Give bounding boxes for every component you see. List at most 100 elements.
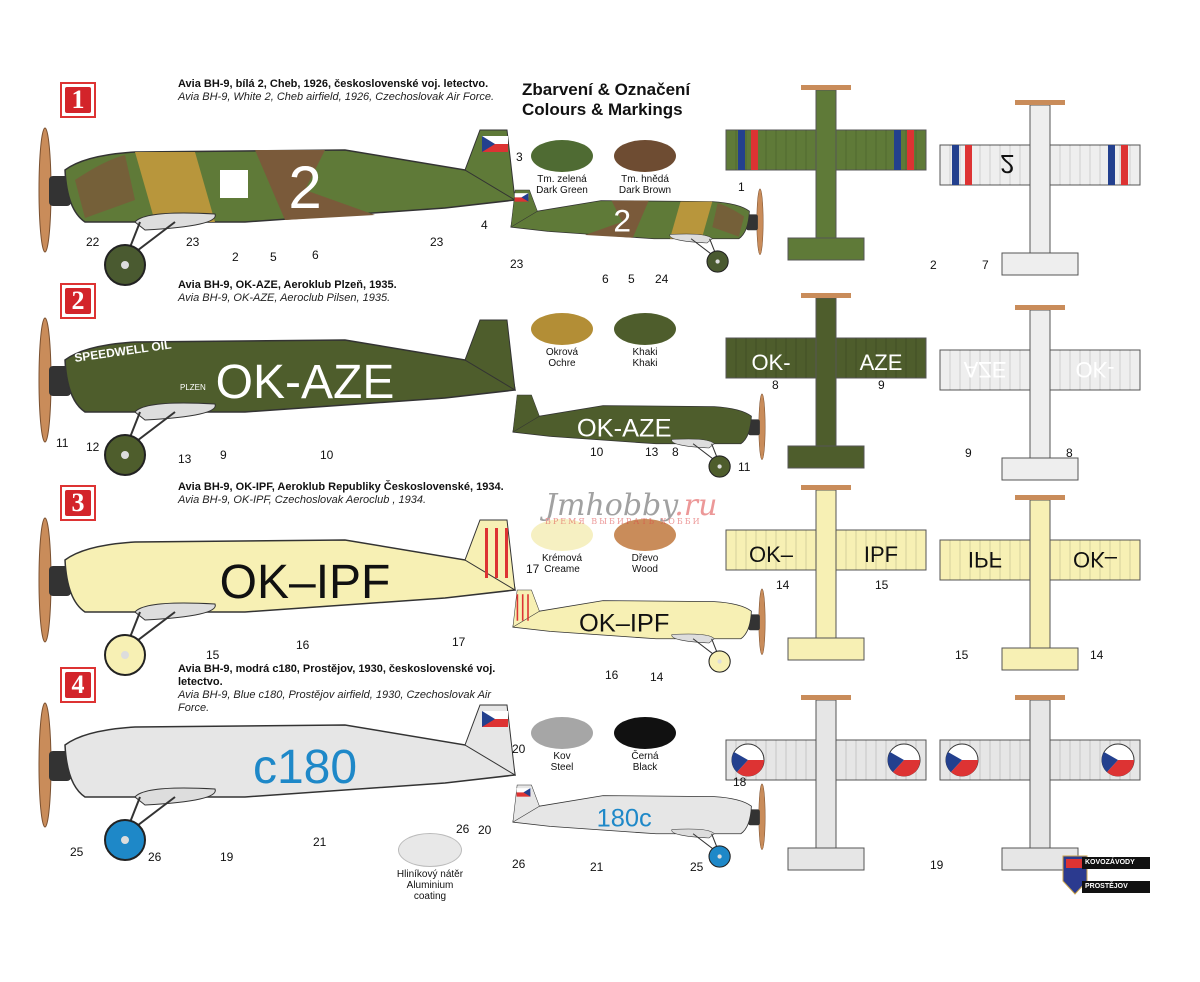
callout-number: 26 bbox=[512, 857, 526, 871]
wing-marking: OK– bbox=[749, 542, 794, 567]
swatch-label-en: Black bbox=[632, 762, 658, 773]
color-swatch: Černá Black bbox=[605, 717, 685, 773]
aircraft-marking: OK–IPF bbox=[579, 609, 669, 637]
title-english: Colours & Markings bbox=[522, 100, 683, 119]
scheme-caption: Avia BH-9, modrá c180, Prostějov, 1930, … bbox=[178, 663, 513, 715]
wing-marking: AZE bbox=[860, 350, 903, 375]
callout-number: 7 bbox=[982, 258, 989, 272]
aircraft-marking: c180 bbox=[253, 741, 357, 794]
swatch-ellipse bbox=[531, 519, 593, 551]
swatch-label-cz: Černá bbox=[631, 751, 659, 762]
callout-number: 23 bbox=[186, 235, 200, 249]
swatch-label-en: Khaki bbox=[632, 358, 658, 369]
color-swatch: Tm. zelená Dark Green bbox=[522, 140, 602, 196]
callout-number: 23 bbox=[430, 235, 444, 249]
scheme-number-badge: 4 bbox=[60, 667, 96, 703]
section-title: Zbarvení & Označení Colours & Markings bbox=[522, 80, 690, 120]
callout-number: 20 bbox=[512, 742, 526, 756]
color-swatch: Kov Steel bbox=[522, 717, 602, 773]
callout-number: 25 bbox=[70, 845, 84, 859]
callout-number: 17 bbox=[526, 562, 540, 576]
wing-marking: OK- bbox=[751, 350, 790, 375]
color-swatch: Hliníkový nátěr Aluminium coating bbox=[390, 833, 470, 902]
callout-number: 5 bbox=[628, 272, 635, 286]
caption-english: Avia BH-9, White 2, Cheb airfield, 1926,… bbox=[178, 91, 495, 103]
callout-number: 26 bbox=[456, 822, 470, 836]
callout-number: 18 bbox=[733, 775, 747, 789]
callout-number: 12 bbox=[86, 440, 100, 454]
swatch-label-cz: Kov bbox=[553, 751, 571, 762]
swatch-ellipse bbox=[398, 833, 462, 867]
swatch-ellipse bbox=[531, 717, 593, 749]
manufacturer-logo: KOVOZÁVODY PROSTĚJOV bbox=[1062, 855, 1150, 895]
callout-number: 26 bbox=[148, 850, 162, 864]
swatch-label-en: Steel bbox=[550, 762, 574, 773]
top-view: OK– IPF bbox=[725, 485, 927, 661]
swatch-label-cz: Hliníkový nátěr bbox=[396, 869, 464, 880]
caption-czech: Avia BH-9, modrá c180, Prostějov, 1930, … bbox=[178, 663, 496, 688]
swatch-label-cz: Dřevo bbox=[631, 553, 659, 564]
callout-number: 6 bbox=[312, 248, 319, 262]
callout-number: 4 bbox=[481, 218, 488, 232]
wing-marking: IPF bbox=[864, 542, 898, 567]
swatch-ellipse bbox=[614, 313, 676, 345]
top-view bbox=[725, 695, 927, 871]
wing-marking: OK- bbox=[1075, 357, 1114, 382]
callout-number: 6 bbox=[602, 272, 609, 286]
side-view: OK–IPF bbox=[38, 517, 516, 676]
color-swatch: Dřevo Wood bbox=[605, 519, 685, 575]
swatch-ellipse bbox=[531, 140, 593, 172]
callout-number: 22 bbox=[86, 235, 100, 249]
title-czech: Zbarvení & Označení bbox=[522, 80, 691, 99]
top-view bbox=[725, 85, 927, 261]
caption-czech: Avia BH-9, OK-AZE, Aeroklub Plzeň, 1935. bbox=[178, 279, 397, 291]
aircraft-marking: OK-AZE bbox=[216, 356, 395, 409]
aircraft-marking: 180c bbox=[597, 804, 652, 832]
callout-number: 14 bbox=[1090, 648, 1104, 662]
small-side-view: OK–IPF bbox=[512, 588, 766, 673]
callout-number: 5 bbox=[270, 250, 277, 264]
side-text: PLZEN bbox=[180, 383, 206, 392]
callout-number: 11 bbox=[738, 460, 751, 474]
scheme-caption: Avia BH-9, OK-AZE, Aeroklub Plzeň, 1935.… bbox=[178, 279, 513, 305]
shield-icon bbox=[1062, 855, 1088, 895]
swatch-label-en: Ochre bbox=[548, 358, 576, 369]
swatch-label-en: Dark Green bbox=[536, 185, 588, 196]
callout-number: 10 bbox=[590, 445, 604, 459]
logo-line2: PROSTĚJOV bbox=[1082, 881, 1150, 893]
callout-number: 21 bbox=[590, 860, 604, 874]
scheme-number-badge: 3 bbox=[60, 485, 96, 521]
small-side-view: 180c bbox=[512, 783, 766, 868]
caption-english: Avia BH-9, Blue c180, Prostějov airfield… bbox=[178, 689, 492, 714]
callout-number: 19 bbox=[220, 850, 234, 864]
callout-number: 9 bbox=[878, 378, 885, 392]
bottom-view: 2 bbox=[939, 100, 1141, 276]
color-swatch: Khaki Khaki bbox=[605, 313, 685, 369]
aircraft-marking: OK-AZE bbox=[577, 414, 672, 442]
callout-number: 20 bbox=[478, 823, 492, 837]
aircraft-marking: OK–IPF bbox=[220, 556, 391, 609]
callout-number: 19 bbox=[930, 858, 944, 872]
wing-marking: 2 bbox=[1000, 149, 1014, 179]
callout-number: 15 bbox=[955, 648, 969, 662]
callout-number: 16 bbox=[296, 638, 310, 652]
callout-number: 10 bbox=[320, 448, 334, 462]
swatch-label-en: Dark Brown bbox=[618, 185, 672, 196]
swatch-ellipse bbox=[531, 313, 593, 345]
swatch-label-en: Creame bbox=[544, 564, 580, 575]
bottom-view bbox=[939, 695, 1141, 871]
aircraft-marking: 2 bbox=[613, 202, 631, 238]
callout-number: 1 bbox=[738, 180, 745, 194]
callout-number: 9 bbox=[220, 448, 227, 462]
small-side-view: 2 bbox=[510, 188, 764, 273]
callout-number: 13 bbox=[645, 445, 659, 459]
callout-number: 8 bbox=[1066, 446, 1073, 460]
small-side-view: OK-AZE bbox=[512, 393, 766, 478]
swatch-ellipse bbox=[614, 519, 676, 551]
top-view: OK- AZE bbox=[725, 293, 927, 469]
callout-number: 9 bbox=[965, 446, 972, 460]
wing-marking: AZE bbox=[964, 357, 1007, 382]
swatch-label-cz: Tm. zelená bbox=[537, 174, 587, 185]
